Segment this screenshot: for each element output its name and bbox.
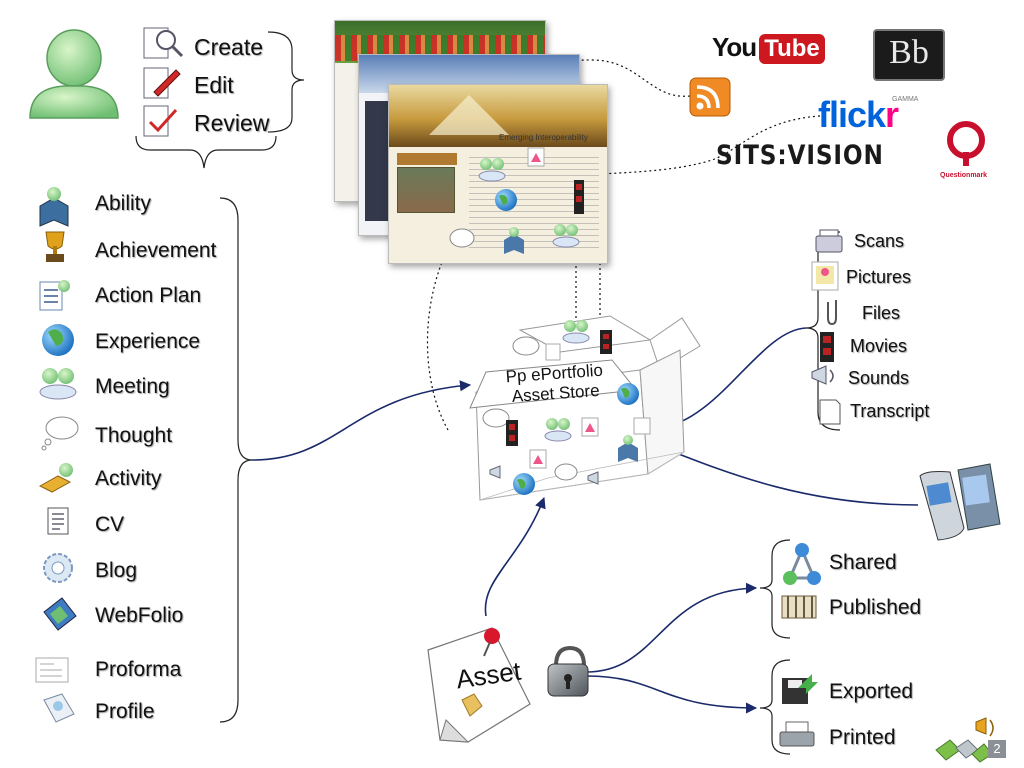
asset-type-profile: Profile — [95, 700, 155, 723]
store-movie-icon — [506, 330, 612, 446]
shared-icon — [783, 543, 821, 585]
profile-icon — [43, 693, 75, 723]
asset-types-brace — [219, 197, 253, 723]
scans-icon — [815, 229, 843, 253]
webpage-heading: Emerging Interoperability — [499, 133, 588, 142]
published-label: Published — [829, 596, 922, 619]
store-globe-icon-2 — [513, 473, 535, 495]
webpage-screenshot-front: Emerging Interoperability — [388, 84, 608, 264]
mobile-to-store-connector — [646, 440, 919, 506]
asset-type-cv: CV — [95, 513, 125, 536]
lock-icon — [547, 645, 589, 697]
achievement-icon — [45, 231, 65, 262]
asset-type-achievement: Achievement — [95, 239, 217, 262]
flickr-gamma-label: GAMMA — [892, 96, 919, 103]
asset-document-icon — [427, 627, 531, 743]
actions-bottom-brace — [135, 135, 277, 169]
store-meeting-icon — [544, 320, 590, 442]
asset-type-thought: Thought — [95, 424, 173, 447]
asset-type-proforma: Proforma — [95, 658, 182, 681]
media-type-files: Files — [862, 303, 901, 323]
webfolio-icon — [43, 597, 77, 631]
create-label: Create — [194, 34, 264, 60]
export-brace — [759, 659, 791, 755]
lock-to-export-connector — [585, 675, 758, 714]
thought-icon — [41, 416, 79, 451]
asset-type-action-plan: Action Plan — [95, 284, 202, 307]
flickr-logo: flickr — [818, 94, 899, 136]
blackboard-logo-text: Bb — [889, 34, 929, 71]
ability-icon — [39, 187, 69, 227]
asset-to-store-connector — [484, 496, 546, 617]
store-globe-icon — [617, 383, 639, 405]
share-brace — [759, 539, 791, 639]
media-type-movies: Movies — [850, 336, 908, 356]
asset-type-ability: Ability — [95, 192, 152, 215]
lock-to-share-connector — [585, 582, 758, 673]
types-to-store-connector — [251, 380, 472, 461]
media-type-scans: Scans — [854, 231, 905, 251]
media-type-transcript: Transcript — [850, 401, 930, 421]
exported-label: Exported — [829, 680, 914, 703]
review-icon — [143, 105, 178, 137]
store-picture-icon — [529, 343, 651, 469]
exported-icon — [782, 674, 818, 704]
files-icon — [827, 300, 837, 326]
review-label: Review — [194, 110, 270, 136]
mobile-devices-icon — [919, 463, 1001, 541]
pictures-icon — [811, 261, 839, 291]
asset-store-box — [469, 315, 701, 501]
media-type-sounds: Sounds — [848, 368, 910, 388]
meeting-icon — [39, 368, 77, 400]
slide-nav-icon — [935, 717, 1006, 763]
blackboard-logo — [873, 29, 945, 81]
store-thought-icon — [482, 336, 578, 481]
edit-icon — [143, 67, 181, 99]
asset-type-experience: Experience — [95, 330, 201, 353]
store-sound-icon — [489, 465, 599, 485]
actions-brace — [267, 31, 305, 133]
flickr-logo-r: r — [885, 94, 900, 135]
asset-type-webfolio: WebFolio — [95, 604, 184, 627]
shared-label: Shared — [829, 551, 897, 574]
youtube-logo-tube: Tube — [759, 34, 825, 64]
user-icon — [29, 29, 119, 119]
flickr-logo-main: flick — [818, 94, 886, 135]
store-ability-icon — [618, 435, 638, 462]
transcript-icon — [819, 399, 841, 425]
create-icon — [143, 27, 184, 59]
sounds-icon — [811, 365, 834, 385]
sitsvision-logo: SITS:VISION — [716, 140, 884, 171]
movies-icon — [820, 332, 834, 362]
proforma-icon — [35, 657, 69, 683]
action-plan-icon — [39, 280, 70, 311]
questionmark-logo-text: Questionmark — [940, 172, 988, 179]
store-to-page-connector-1 — [426, 239, 453, 431]
slide-number[interactable]: 2 — [993, 741, 1001, 756]
blog-icon — [43, 553, 73, 583]
experience-icon — [42, 324, 74, 356]
published-icon — [781, 595, 817, 619]
edit-label: Edit — [194, 72, 234, 98]
rss-to-pages-connector — [499, 59, 691, 97]
asset-type-activity: Activity — [95, 467, 162, 490]
asset-type-meeting: Meeting — [95, 375, 170, 398]
questionmark-logo — [947, 121, 985, 166]
printed-label: Printed — [829, 726, 896, 749]
cv-icon — [47, 507, 69, 535]
media-type-pictures: Pictures — [846, 267, 912, 287]
asset-type-blog: Blog — [95, 559, 138, 582]
printed-icon — [779, 721, 815, 747]
youtube-logo-you: You — [712, 32, 757, 62]
rss-icon — [689, 77, 731, 117]
activity-icon — [38, 463, 73, 493]
